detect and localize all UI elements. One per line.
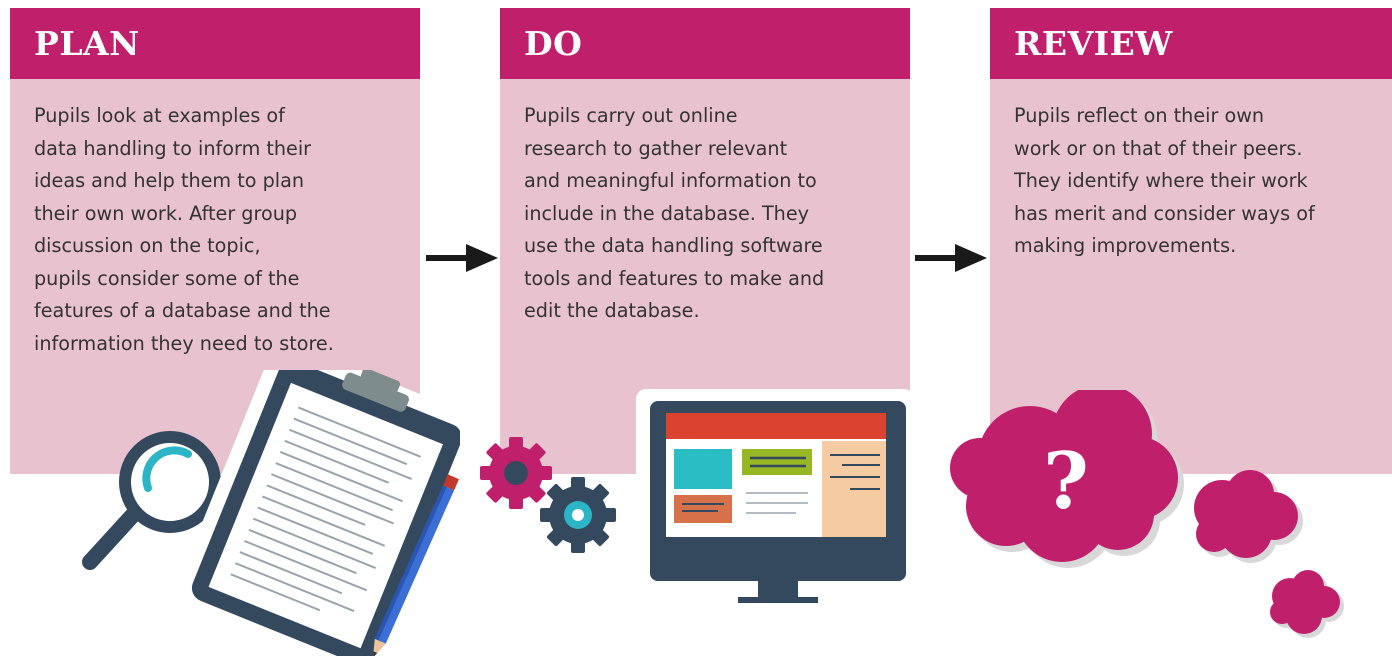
- description-line: tools and features to make and: [524, 266, 825, 290]
- thought-bubble-icon: [1270, 570, 1344, 638]
- step-panel-review: REVIEW Pupils reflect on their own work …: [990, 8, 1392, 474]
- description-line: They identify where their work: [1014, 169, 1308, 192]
- description-line: has merit and consider ways of: [1014, 201, 1315, 225]
- description-line: information they need to store.: [34, 331, 334, 355]
- step-title-do: DO: [524, 24, 583, 63]
- do-illustration: [480, 389, 914, 603]
- description-line: ideas and help them to plan: [34, 169, 305, 192]
- description-line: making improvements.: [1014, 234, 1237, 257]
- monitor-icon: [636, 389, 914, 603]
- question-mark-icon: ?: [1043, 436, 1089, 527]
- step-description-review: Pupils reflect on their own work or on t…: [990, 79, 1392, 263]
- review-illustration: ?: [950, 390, 1344, 638]
- description-line: their own work. After group: [34, 201, 298, 225]
- step-description-do: Pupils carry out online research to gath…: [500, 79, 910, 328]
- plan-illustration: [82, 370, 460, 656]
- step-description-plan: Pupils look at examples of data handling…: [10, 79, 420, 360]
- description-line: features of a database and the: [34, 299, 331, 322]
- step-title-plan: PLAN: [34, 24, 140, 63]
- description-line: edit the database.: [524, 299, 700, 322]
- thought-bubble-icon: [1194, 470, 1303, 563]
- description-line: Pupils carry out online: [524, 104, 738, 127]
- magnifier-icon: [82, 431, 221, 570]
- step-panel-plan: PLAN Pupils look at examples of data han…: [10, 8, 420, 474]
- arrow-right-icon: [426, 244, 498, 272]
- step-header-review: REVIEW: [990, 8, 1392, 79]
- description-line: include in the database. They: [524, 201, 809, 225]
- arrow-right-icon: [915, 244, 987, 272]
- step-header-do: DO: [500, 8, 910, 79]
- gear-icon: [540, 477, 616, 553]
- step-header-plan: PLAN: [10, 8, 420, 79]
- description-line: work or on that of their peers.: [1014, 136, 1303, 160]
- description-line: data handling to inform their: [34, 136, 312, 160]
- clipboard-icon: [175, 370, 460, 656]
- description-line: pupils consider some of the: [34, 266, 300, 290]
- description-line: discussion on the topic,: [34, 234, 261, 257]
- description-line: research to gather relevant: [524, 136, 788, 160]
- description-line: use the data handling software: [524, 234, 823, 257]
- step-title-review: REVIEW: [1014, 24, 1173, 63]
- description-line: and meaningful information to: [524, 169, 817, 192]
- description-line: Pupils reflect on their own: [1014, 104, 1265, 127]
- gear-icon: [480, 437, 552, 509]
- description-line: Pupils look at examples of: [34, 104, 285, 127]
- pencil-icon: [372, 474, 459, 656]
- thought-cloud-icon: ?: [950, 390, 1184, 568]
